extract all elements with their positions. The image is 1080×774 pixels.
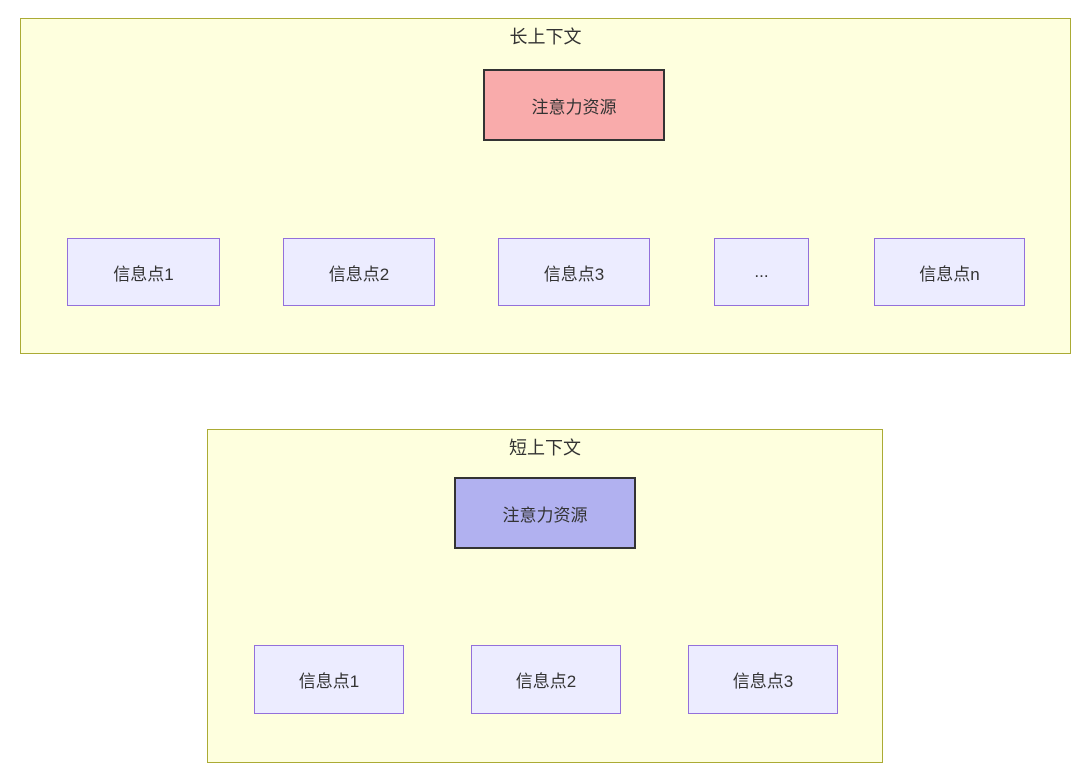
info-node-long-ellipsis: ... <box>714 238 809 306</box>
info-node-long-2: 信息点2 <box>283 238 435 306</box>
info-node-long-n: 信息点n <box>874 238 1025 306</box>
cluster-long-title: 长上下文 <box>509 27 582 47</box>
cluster-short-title: 短上下文 <box>509 438 581 458</box>
attention-node-short: 注意力资源 <box>454 477 636 549</box>
cluster-long-context: 长上下文 注意力资源 信息点1 信息点2 信息点3 ... 信息点n <box>20 18 1071 354</box>
info-node-short-1: 信息点1 <box>254 645 404 714</box>
info-node-short-2: 信息点2 <box>471 645 621 714</box>
info-node-long-3: 信息点3 <box>498 238 650 306</box>
info-node-long-1: 信息点1 <box>67 238 220 306</box>
info-node-short-3: 信息点3 <box>688 645 838 714</box>
cluster-short-context: 短上下文 注意力资源 信息点1 信息点2 信息点3 <box>207 429 883 763</box>
attention-node-long: 注意力资源 <box>483 69 665 141</box>
